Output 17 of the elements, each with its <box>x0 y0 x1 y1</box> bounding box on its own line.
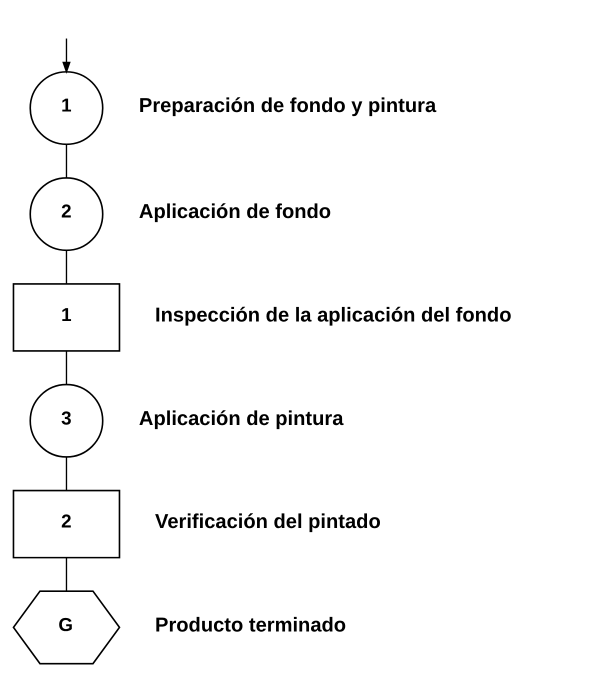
node-label: Producto terminado <box>155 614 346 636</box>
connector <box>66 250 68 283</box>
node-box: 1 <box>12 282 120 352</box>
connector <box>66 350 68 384</box>
node-label: Aplicación de fondo <box>138 200 332 223</box>
node-circle: 3 <box>29 383 104 458</box>
node-circle: 1 <box>29 70 104 145</box>
node-label: Inspección de la aplicación del fondo <box>155 304 512 326</box>
node-label: Preparación de fondo y pintura <box>138 94 436 117</box>
connector <box>66 144 68 178</box>
node-label: Aplicación de pintura <box>138 407 344 430</box>
arrow <box>62 38 71 74</box>
node-box: 2 <box>12 489 120 558</box>
node-circle: 2 <box>29 176 104 251</box>
node-label: Verificación del pintado <box>155 510 381 533</box>
connector <box>66 557 68 590</box>
connector <box>66 456 68 490</box>
